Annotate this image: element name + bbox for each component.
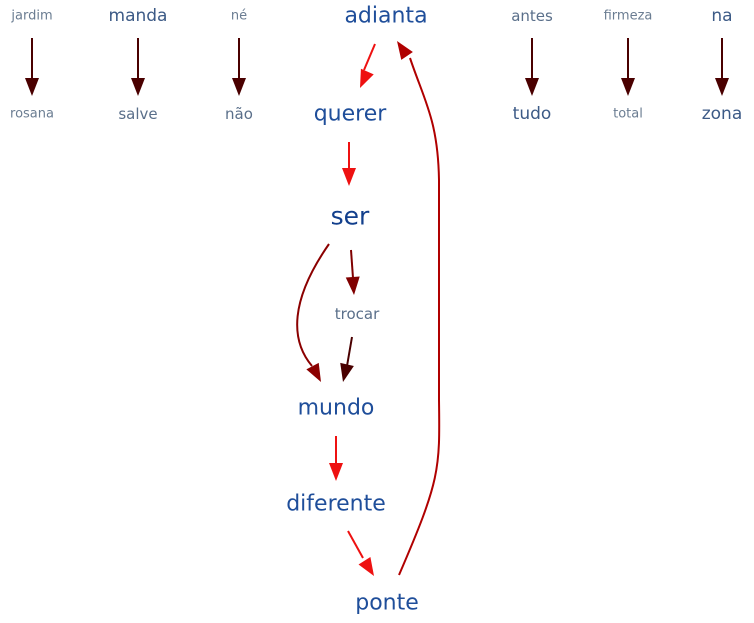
edge-ponte-to-adianta — [398, 57, 441, 576]
arrowhead-querer-to-ser — [342, 168, 356, 186]
word-ser: ser — [330, 201, 370, 231]
arrowhead-ponte-to-adianta — [397, 41, 413, 60]
arrowhead-jardim-to-rosana — [25, 78, 39, 96]
word-ne: né — [230, 8, 248, 24]
word-diferente: diferente — [286, 491, 386, 517]
word-ponte: ponte — [355, 590, 419, 616]
word-rosana: rosana — [10, 106, 54, 122]
arrowhead-firmeza-to-total — [621, 78, 635, 96]
edge-ser-to-trocar — [350, 249, 354, 279]
word-firmeza: firmeza — [603, 8, 653, 24]
word-adianta: adianta — [344, 3, 428, 29]
word-manda: manda — [108, 6, 168, 26]
word-salve: salve — [118, 105, 158, 123]
word-jardim: jardim — [11, 8, 53, 24]
word-total: total — [613, 106, 643, 122]
arrowhead-diferente-to-ponte — [358, 557, 374, 576]
edge-adianta-to-querer — [363, 43, 376, 71]
arrowhead-trocar-to-mundo — [340, 362, 354, 382]
word-tudo: tudo — [512, 104, 552, 124]
word-zona: zona — [701, 104, 743, 124]
arrowhead-ser-to-mundo — [306, 362, 321, 382]
arrowhead-na-to-zona — [715, 78, 729, 96]
word-querer: querer — [313, 101, 387, 127]
edge-ser-to-mundo — [296, 243, 330, 367]
word-nao: não — [225, 105, 253, 123]
arrowhead-adianta-to-querer — [360, 68, 374, 88]
arrowhead-ne-to-nao — [232, 78, 246, 96]
word-trocar: trocar — [334, 305, 380, 323]
arrowhead-ser-to-trocar — [345, 276, 360, 295]
edge-trocar-to-mundo — [346, 336, 353, 367]
arrowhead-manda-to-salve — [131, 78, 145, 96]
word-antes: antes — [511, 7, 553, 25]
word-na: na — [711, 6, 733, 26]
arrowhead-mundo-to-diferente — [329, 463, 343, 481]
arrowhead-antes-to-tudo — [525, 78, 539, 96]
edge-diferente-to-ponte — [347, 530, 364, 559]
word-mundo: mundo — [297, 395, 375, 421]
